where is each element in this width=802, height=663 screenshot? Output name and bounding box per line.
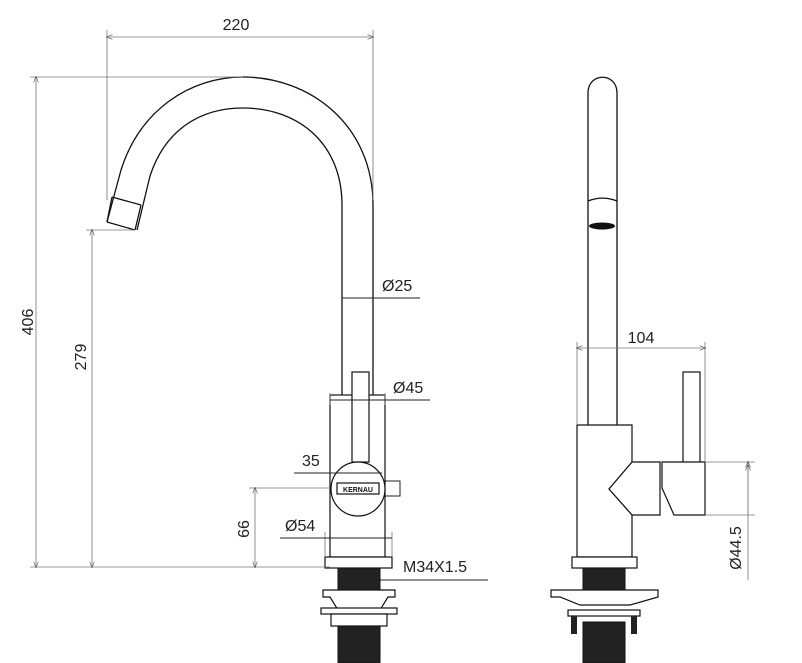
logo-plate [336, 482, 380, 495]
side-handle [661, 461, 706, 516]
spout-outer [106, 76, 374, 395]
side-washer [567, 609, 641, 617]
side-thread-lower [582, 621, 626, 663]
aerator [589, 222, 615, 230]
washer [320, 607, 398, 615]
lever [351, 371, 370, 463]
thread-upper [337, 567, 381, 591]
dim-diameter-54: Ø54 [285, 518, 315, 535]
dimension-lines: 220 406 279 66 Ø25 Ø45 35 Ø54 M34X1.5 10… [20, 17, 755, 581]
dim-thread-m34: M34X1.5 [403, 559, 467, 576]
thread-lower [337, 625, 381, 663]
dim-depth-104: 104 [628, 330, 655, 347]
dim-height-279: 279 [73, 344, 90, 371]
dim-height-66: 66 [236, 520, 253, 538]
dim-diameter-44-5: Ø44.5 [728, 526, 745, 570]
dim-diameter-25: Ø25 [382, 278, 412, 295]
base-flange [324, 556, 393, 569]
front-view: KERNAU [106, 76, 398, 663]
side-bolt [571, 616, 577, 634]
dim-diameter-45: Ø45 [393, 380, 423, 397]
side-view [550, 76, 706, 663]
dim-width-35: 35 [302, 453, 320, 470]
side-bolt [631, 616, 637, 634]
logo-text: KERNAU [343, 487, 373, 494]
side-lever [682, 371, 701, 465]
dim-height-406: 406 [20, 309, 37, 336]
side-mount-plate [550, 589, 659, 606]
mount-plate [322, 589, 396, 611]
side-thread-upper [582, 567, 626, 591]
side-body [576, 424, 661, 558]
nozzle [106, 196, 142, 231]
nut [330, 613, 388, 627]
side-flange [571, 556, 638, 569]
spout-inner [136, 107, 343, 395]
side-spout [587, 76, 618, 425]
dim-width-220: 220 [223, 17, 250, 34]
